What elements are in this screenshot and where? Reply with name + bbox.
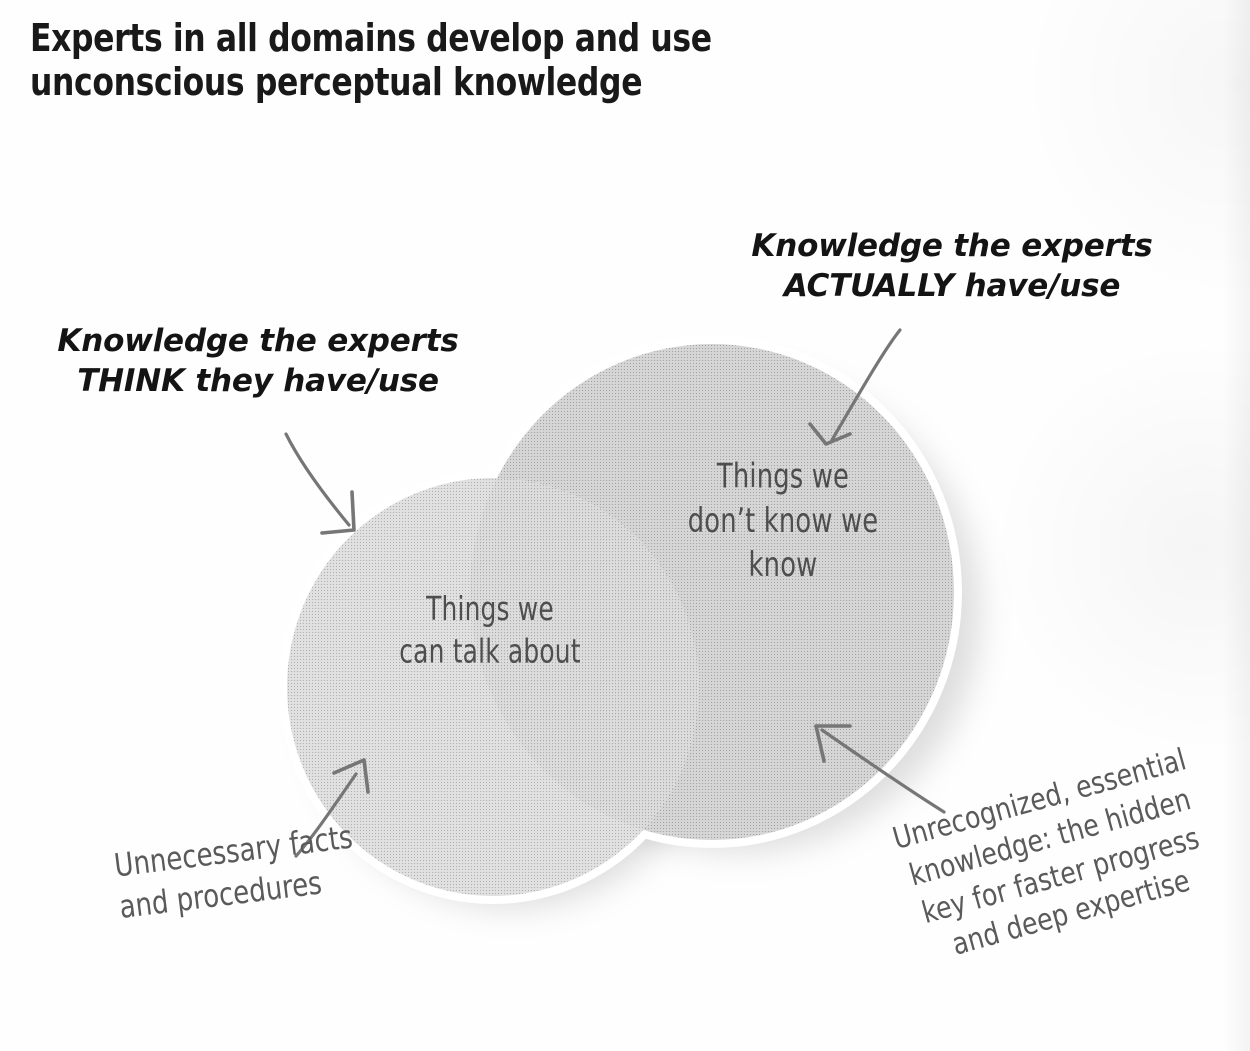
page-title-line-1: Experts in all domains develop and use — [30, 16, 712, 60]
callout-perceived-knowledge: Knowledge the experts THINK they have/us… — [18, 322, 498, 401]
big-circle-label-line-2: don’t know we — [687, 501, 879, 541]
callout-perceived-knowledge-line-1: Knowledge the experts — [57, 323, 459, 359]
callout-actual-knowledge: Knowledge the experts ACTUALLY have/use — [712, 227, 1192, 306]
callout-perceived-knowledge-line-2: THINK they have/use — [77, 362, 439, 399]
page-title: Experts in all domains develop and use u… — [30, 16, 932, 105]
small-circle-label-line-2: can talk about — [399, 632, 581, 671]
small-circle-label: Things we can talk about — [352, 587, 627, 673]
callout-actual-knowledge-line-1: Knowledge the experts — [751, 228, 1153, 264]
big-circle-label-line-1: Things we — [716, 457, 850, 497]
page-title-line-2: unconscious perceptual knowledge — [30, 60, 643, 105]
callout-actual-knowledge-line-2: ACTUALLY have/use — [783, 267, 1121, 304]
big-circle-label-line-3: know — [748, 545, 818, 586]
small-circle-label-line-1: Things we — [426, 589, 554, 628]
big-circle-label: Things we don’t know we know — [658, 455, 907, 588]
